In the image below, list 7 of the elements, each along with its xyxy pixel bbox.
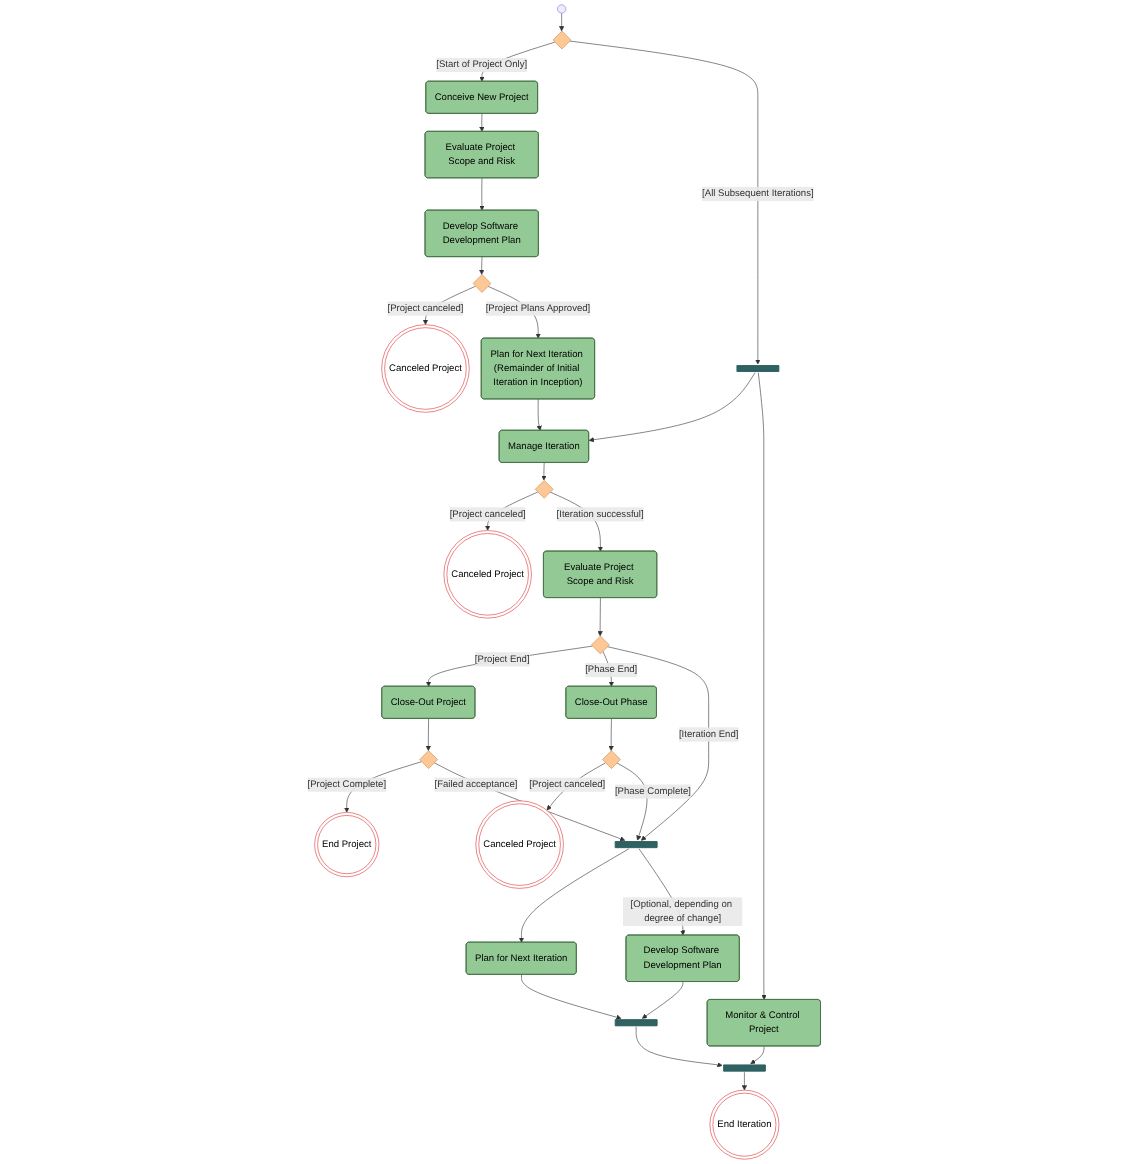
node-diamond xyxy=(552,30,572,50)
node-diamond xyxy=(534,480,554,499)
node-circle xyxy=(557,4,567,14)
node-diamond xyxy=(602,750,621,769)
node-diamond xyxy=(472,274,492,293)
node-diamond xyxy=(591,635,610,655)
node-diamond xyxy=(419,750,438,769)
